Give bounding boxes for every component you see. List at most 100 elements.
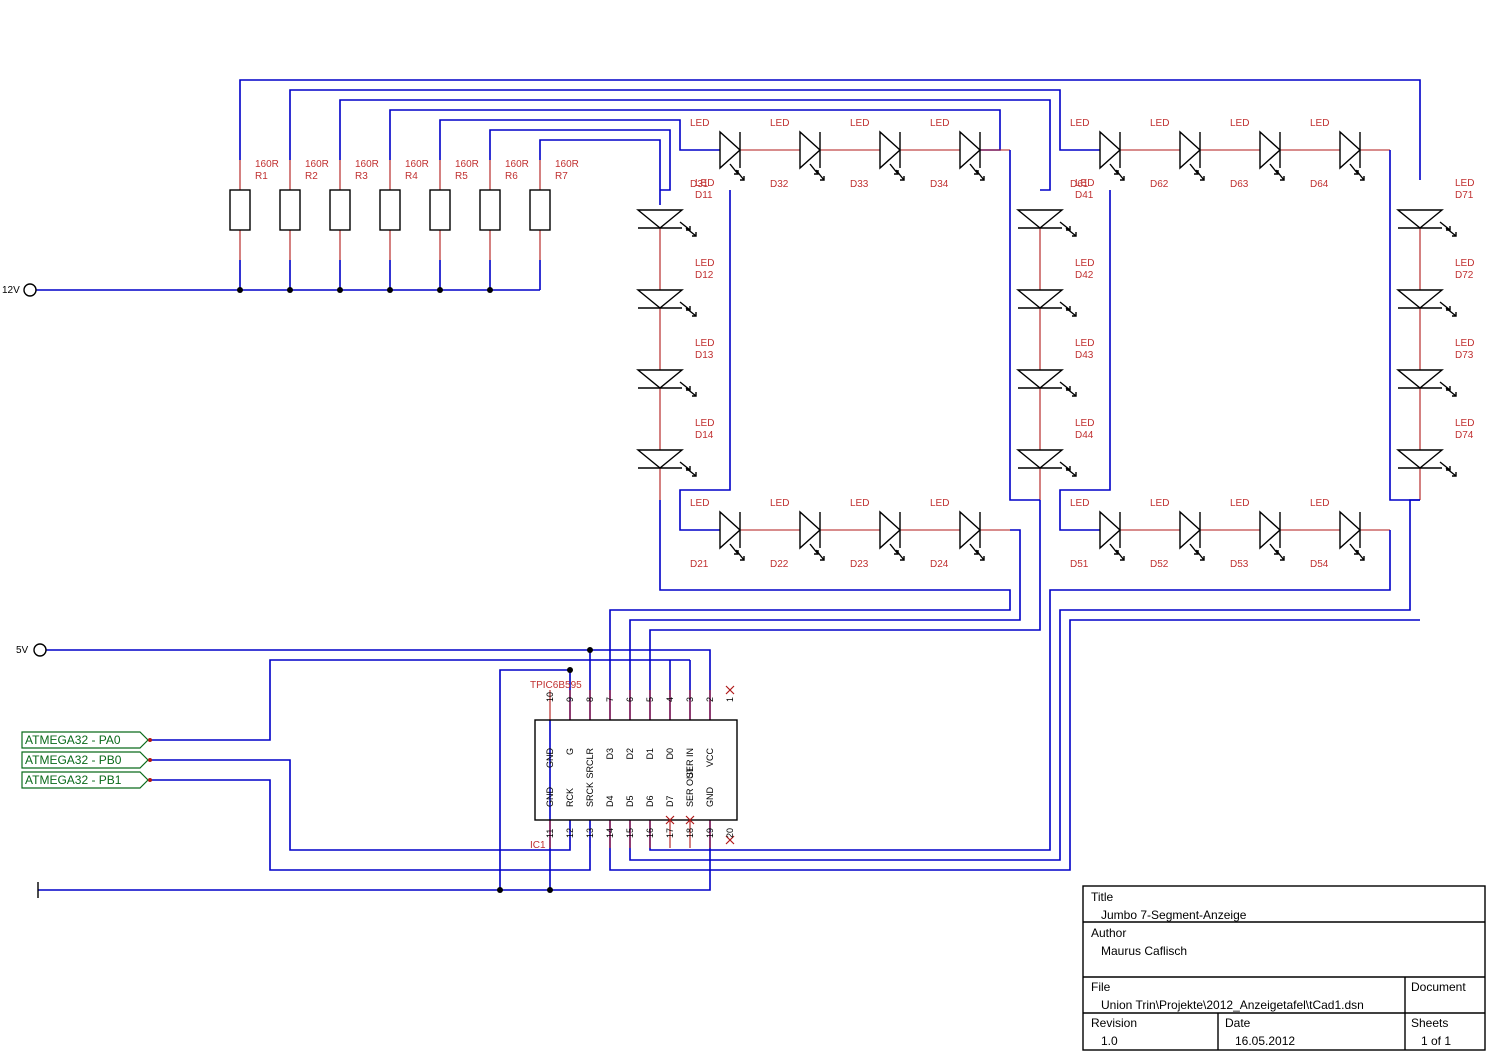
led-ref: D72 <box>1455 270 1474 281</box>
no-connect-mark <box>665 815 675 825</box>
resistor-r6 <box>479 189 501 231</box>
seg-bot1-2-arrowhead <box>900 556 905 561</box>
led-ref: D22 <box>770 559 789 570</box>
seg-left-3-arrow <box>685 467 697 477</box>
seg-right-0-arrow <box>1445 227 1457 237</box>
ic-pin-name: SRCLR <box>585 748 595 779</box>
ic-pin-name: G <box>565 748 575 755</box>
date-label: Date <box>1225 1016 1251 1030</box>
junction-dot <box>567 667 573 673</box>
resistor-ref: R6 <box>505 171 518 182</box>
ret-d5 <box>629 499 1420 861</box>
seg-right-3-arrow <box>1445 467 1457 477</box>
net-5v-terminal <box>33 643 47 657</box>
ic-part: TPIC6B595 <box>530 680 582 691</box>
led-ref: D31 <box>690 179 709 190</box>
led-ref: D43 <box>1075 350 1094 361</box>
resistor-r1 <box>229 189 251 231</box>
seg-top2-3-arrow <box>1349 163 1359 175</box>
led-ref: D54 <box>1310 559 1329 570</box>
seg-top2-1-arrow <box>1195 169 1205 181</box>
seg-mid-3-arrowhead <box>1066 466 1071 471</box>
ic-pin-number: 3 <box>685 697 695 702</box>
net-12v-terminal <box>23 283 37 297</box>
port-pin <box>148 778 152 782</box>
seg-bot1-1-led <box>799 510 822 550</box>
led-ref: D64 <box>1310 179 1329 190</box>
seg-bot1-2-arrow <box>895 549 905 561</box>
seg-mid-1-arrowhead <box>1066 306 1071 311</box>
seg-bot1-0-arrowhead <box>734 550 739 555</box>
seg-right-2-arrowhead <box>1452 392 1457 397</box>
ic-pin-name: SRCK <box>585 782 595 807</box>
title-block <box>1082 885 1486 1051</box>
seg-bot2-2-led <box>1259 510 1282 550</box>
seg-top1-2-arrowhead <box>894 170 899 175</box>
led-ref: D24 <box>930 559 949 570</box>
file-value: Union Trin\Projekte\2012_Anzeigetafel\tC… <box>1101 998 1364 1012</box>
port-pin <box>148 738 152 742</box>
wire-r2 <box>289 89 1100 160</box>
led-ref: D51 <box>1070 559 1089 570</box>
led-type: LED <box>695 418 714 429</box>
ic-pin-name: SER OUT <box>685 766 695 807</box>
seg-mid-3-arrow <box>1059 461 1071 471</box>
seg-mid-3-arrow <box>1065 467 1077 477</box>
led-type: LED <box>1075 178 1094 189</box>
resistor-value: 160R <box>505 159 529 170</box>
seg-left-0-arrowhead <box>686 226 691 231</box>
seg-right-3-arrow <box>1439 461 1451 471</box>
led-type: LED <box>770 498 789 509</box>
led-ref: D14 <box>695 430 714 441</box>
led-type: LED <box>1075 258 1094 269</box>
led-ref: D44 <box>1075 430 1094 441</box>
seg-left-1-arrow <box>679 301 691 311</box>
port-label: ATMEGA32 - PA0 <box>25 733 121 747</box>
seg-top1-0-led <box>719 130 742 170</box>
ic-pin-number: 7 <box>605 697 615 702</box>
seg-bot1-3-arrowhead <box>980 556 985 561</box>
port-flag <box>21 751 149 769</box>
led-type: LED <box>850 498 869 509</box>
seg-bot2-1-arrowhead <box>1200 556 1205 561</box>
ic-ref: IC1 <box>530 840 546 851</box>
seg-bot1-1-arrow <box>815 549 825 561</box>
resistor-value: 160R <box>255 159 279 170</box>
wire-r1 <box>239 79 1421 180</box>
seg-mid-0-arrowhead <box>1072 232 1077 237</box>
resistor-value: 160R <box>355 159 379 170</box>
seg-top1-1-arrow <box>815 169 825 181</box>
ic-pin-number: 14 <box>605 828 615 838</box>
seg-right-1-led <box>1396 289 1444 309</box>
seg-bot1-1-arrow <box>809 543 819 555</box>
led-type: LED <box>850 118 869 129</box>
seg-left-0-arrow <box>679 221 691 231</box>
seg-bot2-1-arrow <box>1195 549 1205 561</box>
seg-left-3-led <box>636 449 684 469</box>
seg-top2-1-arrowhead <box>1194 170 1199 175</box>
junction-dot <box>437 287 443 293</box>
seg-top2-2-arrowhead <box>1274 170 1279 175</box>
seg-top1-3-arrow <box>975 169 985 181</box>
junction-dot <box>237 287 243 293</box>
led-type: LED <box>1310 118 1329 129</box>
led-ref: D53 <box>1230 559 1249 570</box>
seg-right-0-arrowhead <box>1446 226 1451 231</box>
seg-top2-1-arrowhead <box>1200 176 1205 181</box>
led-type: LED <box>1070 118 1089 129</box>
ret-top2 <box>1389 150 1420 501</box>
seg-mid-3-arrowhead <box>1072 472 1077 477</box>
ic-pin-name: D2 <box>625 748 635 760</box>
ic-pin-name: RCK <box>565 788 575 807</box>
led-type: LED <box>1070 498 1089 509</box>
no-connect-mark <box>685 815 695 825</box>
seg-bot1-3-led <box>959 510 982 550</box>
ret-d1 <box>649 500 1041 720</box>
seg-right-0-arrowhead <box>1452 232 1457 237</box>
seg-right-1-arrowhead <box>1446 306 1451 311</box>
ic-pin-name: D4 <box>605 795 615 807</box>
file-label: File <box>1091 980 1111 994</box>
led-ref: D61 <box>1070 179 1089 190</box>
seg-bot1-0-led <box>719 510 742 550</box>
